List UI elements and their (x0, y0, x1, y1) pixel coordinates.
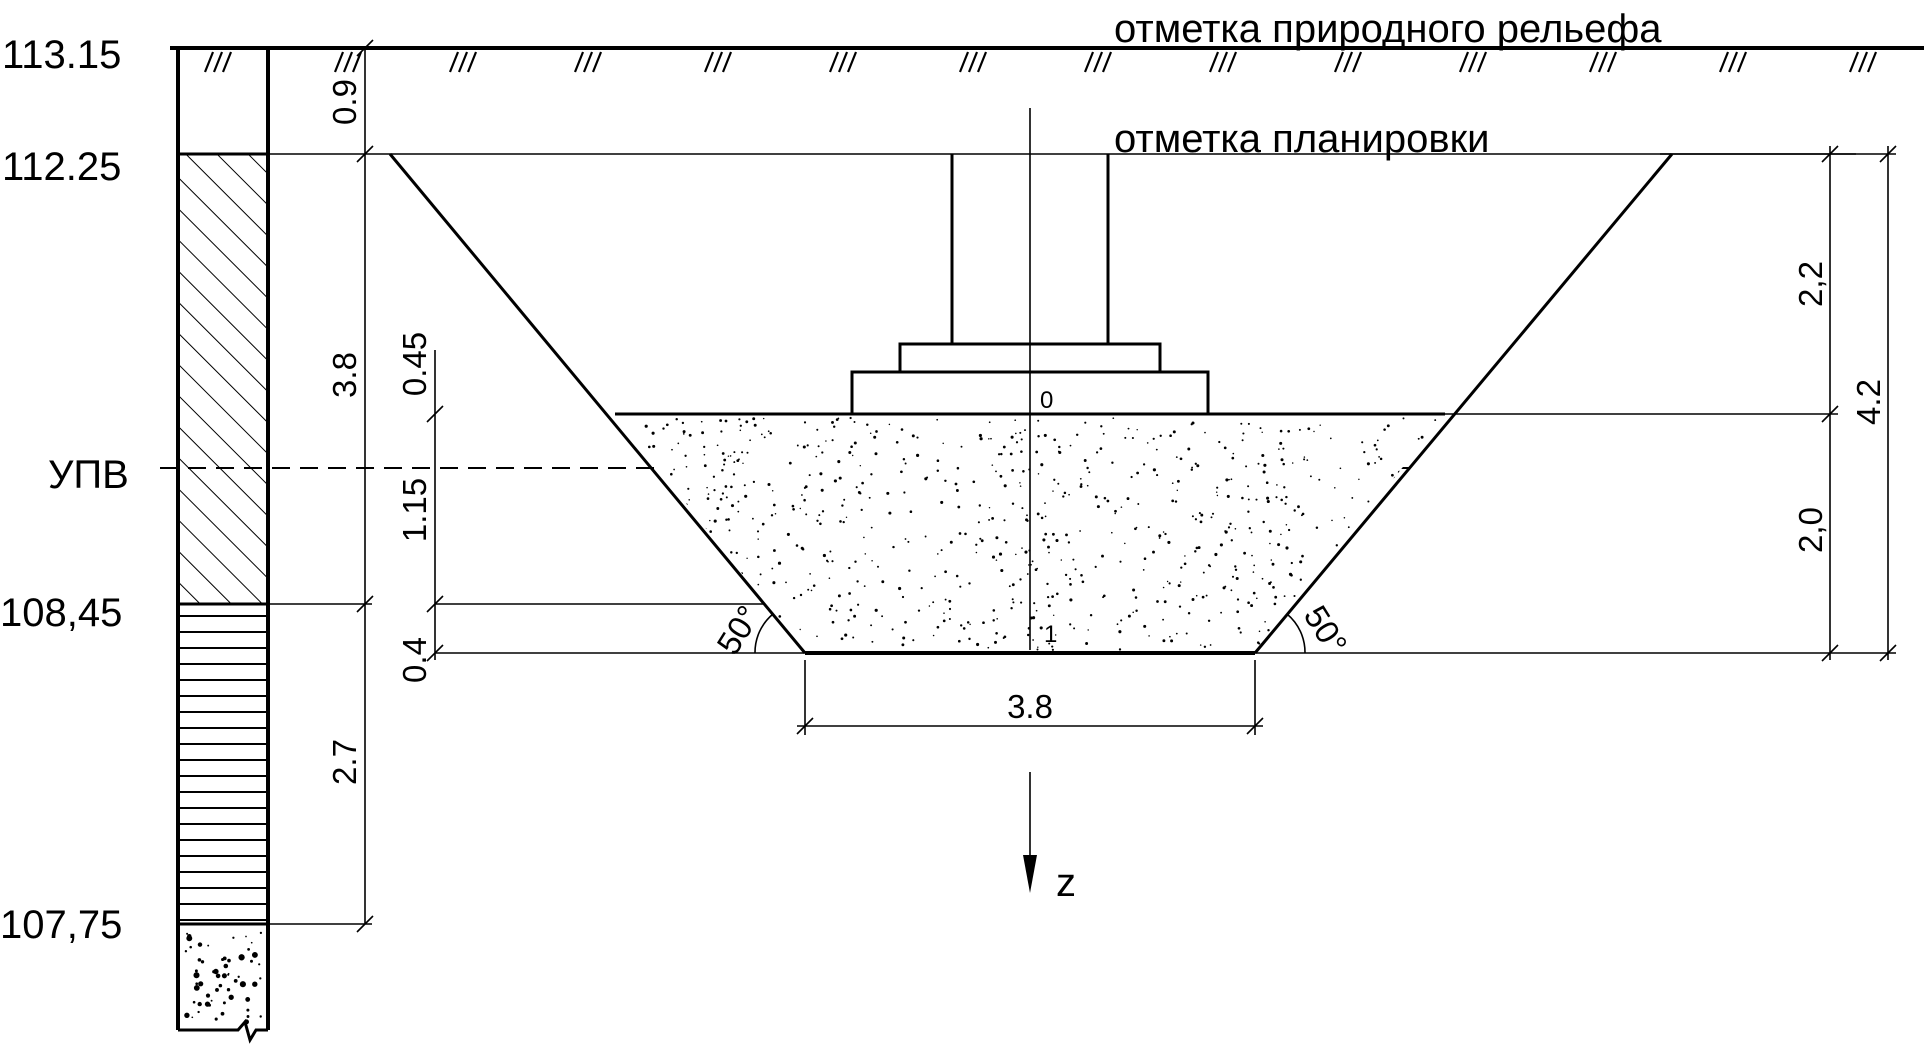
column-break-mark (178, 1018, 268, 1044)
dim-0-9: 0.9 (326, 79, 363, 125)
z-arrow-icon (1023, 855, 1037, 893)
elevation-108-45: 108,45 (0, 591, 122, 635)
left-dimension-chain (356, 39, 374, 933)
angle-left: 50° (709, 599, 767, 661)
dim-1-15: 1.15 (396, 478, 433, 542)
elevation-112-25: 112.25 (2, 145, 121, 189)
right-angle-arc (1286, 613, 1306, 654)
point-0: 0 (1040, 387, 1053, 414)
elevation-107-75: 107,75 (0, 903, 122, 947)
ground-hatch-marks (203, 51, 1878, 73)
inner-dimension-chain (426, 350, 444, 662)
clay-layer (178, 604, 268, 924)
dim-4-2: 4.2 (1850, 379, 1887, 425)
excavation-pit (388, 153, 1830, 655)
dim-2-0: 2,0 (1792, 507, 1829, 553)
dim-2-7: 2.7 (326, 739, 363, 785)
left-angle-arc (754, 613, 774, 654)
dim-0-45: 0.45 (396, 332, 433, 396)
bottom-width-dimension (796, 660, 1264, 735)
point-1: 1 (1044, 621, 1057, 648)
right-dimension-chains (1445, 145, 1897, 662)
planning-level-label: отметка планировки (1114, 117, 1489, 161)
z-axis-label: z (1056, 861, 1076, 905)
borehole-column (176, 48, 270, 1044)
loam-layer (178, 154, 268, 604)
elevation-113-15: 113.15 (2, 33, 121, 77)
groundwater-label: УПВ (48, 453, 129, 497)
pit-left-slope (388, 153, 807, 654)
dim-2-2: 2,2 (1792, 261, 1829, 307)
pit-right-slope (1253, 153, 1674, 654)
dim-3-8-width: 3.8 (1007, 688, 1053, 725)
dim-3-8-vertical: 3.8 (326, 352, 363, 398)
dim-0-4: 0.4 (396, 637, 433, 683)
gravel-layer (184, 931, 263, 1025)
natural-relief-label: отметка природного рельефа (1114, 7, 1662, 51)
